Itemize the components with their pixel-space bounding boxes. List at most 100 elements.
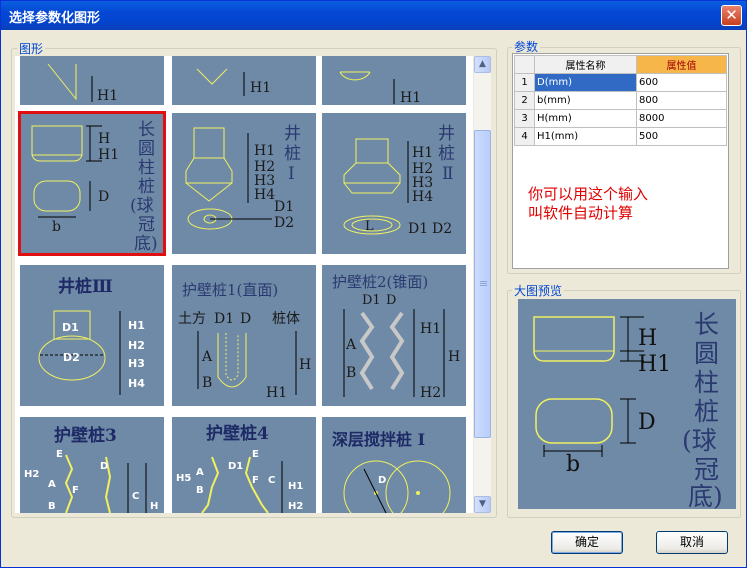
gallery-scrollbar[interactable]: ▲ ▼ — [474, 56, 491, 513]
close-button[interactable]: ✕ — [721, 5, 742, 26]
thumb-10-f: F — [72, 485, 79, 496]
thumb-9-d: D — [386, 293, 396, 308]
thumb-4-title-7: 底) — [134, 234, 158, 254]
shape-thumb-12[interactable]: 深层搅拌桩 Ⅰ D — [322, 417, 466, 513]
preview-title-6: 冠 — [694, 455, 719, 484]
thumb-6-d1: D1 — [408, 221, 428, 237]
thumb-5-h4: H4 — [254, 187, 275, 203]
shape-thumb-12-drawing: 深层搅拌桩 Ⅰ D — [332, 430, 451, 513]
thumb-5-title-1: 井 — [284, 124, 301, 144]
annotation-note: 你可以用这个输入 叫软件自动计算 — [528, 185, 648, 223]
shape-thumb-6[interactable]: H1 H2 H3 H4 L D1 D2 井 桩 Ⅱ — [322, 113, 466, 254]
ok-button[interactable]: 确定 — [551, 531, 623, 554]
shape-gallery: H1 H1 H1 — [15, 56, 473, 513]
shape-thumb-10[interactable]: 护壁桩3 E H2 D A F C H B — [20, 417, 164, 513]
shape-thumb-11[interactable]: 护壁桩4 E D1 H5 A B F C H1 H2 — [172, 417, 316, 513]
scroll-thumb[interactable] — [474, 130, 491, 438]
col-header-name: 属性名称 — [534, 55, 637, 74]
param-name[interactable]: D(mm) — [534, 73, 637, 92]
param-value-input[interactable]: 8000 — [636, 109, 727, 128]
large-preview: H H1 D b 长 圆 柱 桩 (球 冠 底) — [518, 299, 736, 511]
preview-title-5: (球 — [682, 426, 717, 455]
thumb-4-title-5: (球 — [130, 196, 154, 216]
cancel-button[interactable]: 取消 — [656, 531, 728, 554]
preview-title-7: 底) — [688, 482, 723, 509]
shape-thumb-9[interactable]: 护壁桩2(锥面) D1 D H1 A B H H2 — [322, 265, 466, 406]
thumb-7-h1: H1 — [128, 319, 145, 332]
thumb-4-title-3: 柱 — [138, 158, 155, 178]
thumb-2-h1: H1 — [250, 80, 271, 96]
annotation-line-1: 你可以用这个输入 — [528, 185, 649, 203]
shape-thumb-8[interactable]: 护壁桩1(直面) 土方 D1 D 桩体 A B H H1 — [172, 265, 316, 406]
param-name[interactable]: H(mm) — [534, 109, 637, 128]
thumb-11-a: A — [196, 467, 204, 478]
preview-b: b — [566, 452, 580, 477]
preview-d: D — [638, 410, 656, 435]
scroll-up-button[interactable]: ▲ — [474, 56, 491, 73]
param-value-input[interactable]: 800 — [636, 91, 727, 110]
thumb-11-d1: D1 — [228, 461, 243, 472]
shape-thumb-2[interactable]: H1 — [172, 56, 316, 105]
thumb-5-h3: H3 — [254, 173, 275, 189]
thumb-10-title: 护壁桩3 — [54, 425, 117, 446]
param-value-input[interactable]: 600 — [636, 73, 727, 92]
preview-title-4: 桩 — [694, 397, 719, 426]
table-row[interactable]: 1 D(mm) 600 — [514, 73, 727, 92]
param-name[interactable]: H1(mm) — [534, 127, 637, 146]
shape-thumb-4[interactable]: H H1 D b 长 圆 柱 桩 (球 冠 底) — [18, 111, 166, 256]
preview-h: H — [638, 326, 657, 351]
thumb-7-h2: H2 — [128, 339, 145, 352]
shape-thumb-10-drawing: 护壁桩3 E H2 D A F C H B — [24, 425, 158, 513]
title-bar: 选择参数化图形 ✕ — [1, 1, 746, 30]
shape-thumb-9-drawing: 护壁桩2(锥面) D1 D H1 A B H H2 — [332, 273, 460, 401]
thumb-9-h2: H2 — [420, 385, 441, 401]
preview-title-1: 长 — [694, 310, 719, 339]
shape-thumb-3-drawing: H1 — [339, 71, 421, 105]
thumb-7-d1: D1 — [62, 321, 79, 334]
table-row[interactable]: 3 H(mm) 8000 — [514, 109, 727, 128]
shape-thumb-8-drawing: 护壁桩1(直面) 土方 D1 D 桩体 A B H H1 — [178, 281, 311, 401]
thumb-5-title-2: 桩 — [284, 144, 301, 164]
thumb-8-d: D — [240, 311, 251, 327]
thumb-5-d2: D2 — [274, 215, 294, 231]
thumb-11-b: B — [196, 485, 204, 496]
thumb-7-d2: D2 — [63, 351, 80, 364]
shape-thumb-7[interactable]: 井桩Ⅲ D1 D2 H1 H2 H3 H4 — [20, 265, 164, 406]
shape-thumb-4-drawing: H H1 D b 长 圆 柱 桩 (球 冠 底) — [31, 120, 158, 254]
table-row[interactable]: 4 H1(mm) 500 — [514, 127, 727, 146]
thumb-4-h: H — [98, 131, 110, 147]
large-preview-drawing: H H1 D b 长 圆 柱 桩 (球 冠 底) — [533, 310, 723, 511]
params-group — [507, 47, 741, 274]
param-name[interactable]: b(mm) — [534, 91, 637, 110]
shape-thumb-1[interactable]: H1 — [20, 56, 164, 105]
thumb-7-h4: H4 — [128, 377, 145, 390]
params-table: 属性名称 属性值 1 D(mm) 600 2 b(mm) 800 3 H(mm)… — [514, 55, 727, 146]
thumb-8-b: B — [202, 375, 212, 391]
thumb-9-d1: D1 — [362, 293, 381, 308]
param-value-input[interactable]: 500 — [636, 127, 727, 146]
thumb-7-title: 井桩Ⅲ — [58, 276, 113, 297]
scroll-down-button[interactable]: ▼ — [474, 496, 491, 513]
shape-thumb-5[interactable]: H1 H2 H3 H4 D1 D2 井 桩 Ⅰ — [172, 113, 316, 254]
thumb-10-h2: H2 — [24, 469, 39, 480]
thumb-11-f: F — [252, 475, 259, 486]
table-row[interactable]: 2 b(mm) 800 — [514, 91, 727, 110]
thumb-8-a: A — [201, 349, 213, 365]
shape-thumb-7-drawing: 井桩Ⅲ D1 D2 H1 H2 H3 H4 — [38, 276, 145, 395]
thumb-6-title-1: 井 — [438, 124, 455, 144]
thumb-5-h2: H2 — [254, 159, 275, 175]
thumb-10-c: C — [132, 491, 139, 502]
shape-thumb-6-drawing: H1 H2 H3 H4 L D1 D2 井 桩 Ⅱ — [343, 124, 455, 237]
thumb-10-b: B — [48, 501, 56, 512]
gallery-group — [11, 48, 497, 518]
thumb-9-title: 护壁桩2(锥面) — [332, 273, 428, 291]
annotation-line-2: 叫软件自动计算 — [528, 204, 634, 222]
thumb-8-h1: H1 — [266, 385, 287, 401]
shape-thumb-3[interactable]: H1 — [322, 56, 466, 105]
thumb-5-h1: H1 — [254, 143, 275, 159]
preview-group — [507, 290, 741, 518]
shape-thumb-5-drawing: H1 H2 H3 H4 D1 D2 井 桩 Ⅰ — [185, 124, 301, 231]
thumb-11-h1: H1 — [288, 481, 303, 492]
shape-thumb-2-drawing: H1 — [196, 68, 271, 96]
